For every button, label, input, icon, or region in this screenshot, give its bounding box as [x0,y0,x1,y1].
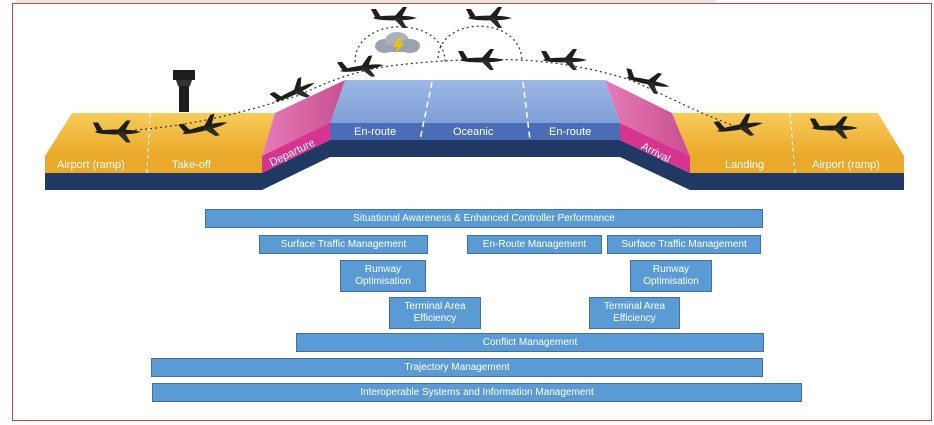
plane-icon [466,7,512,28]
surface-traffic-management-left-bar: Surface Traffic Management [259,235,428,254]
flight-path [134,58,741,131]
plane-icon [541,49,587,70]
surface-traffic-management-right-bar: Surface Traffic Management [607,235,761,254]
runway-optimisation-right-bar: Runway Optimisation [630,260,712,292]
phase-label-take-off: Take-off [172,159,211,171]
phase-label-airport-ramp-left: Airport (ramp) [57,159,125,171]
cruise-plateau [330,80,620,141]
plane-icon [622,66,672,97]
holding-loop-right [437,25,523,63]
terminal-area-efficiency-right-bar: Terminal Area Efficiency [589,297,680,329]
control-tower-icon [173,70,195,112]
situational-awareness-bar: Situational Awareness & Enhanced Control… [205,209,763,228]
ground-base [45,140,904,190]
phase-label-airport-ramp-right: Airport (ramp) [812,159,880,171]
plane-icon [371,7,417,28]
interoperable-systems-bar: Interoperable Systems and Information Ma… [152,383,802,402]
phase-label-en-route-left: En-route [354,126,397,138]
trajectory-management-bar: Trajectory Management [151,358,763,377]
plane-icon [458,49,504,70]
arrival-ramp [605,80,690,173]
storm-cloud-icon [375,32,420,54]
runway-optimisation-left-bar: Runway Optimisation [340,260,426,292]
departure-ramp [262,80,345,173]
conflict-management-bar: Conflict Management [296,333,764,352]
terminal-area-efficiency-left-bar: Terminal Area Efficiency [389,297,481,329]
phase-label-en-route-right: En-route [549,126,592,138]
holding-loop-left [354,26,446,63]
en-route-management-bar: En-Route Management [467,235,602,254]
phase-label-landing: Landing [725,159,765,171]
top-divider [16,0,716,3]
phase-label-oceanic: Oceanic [453,126,494,138]
